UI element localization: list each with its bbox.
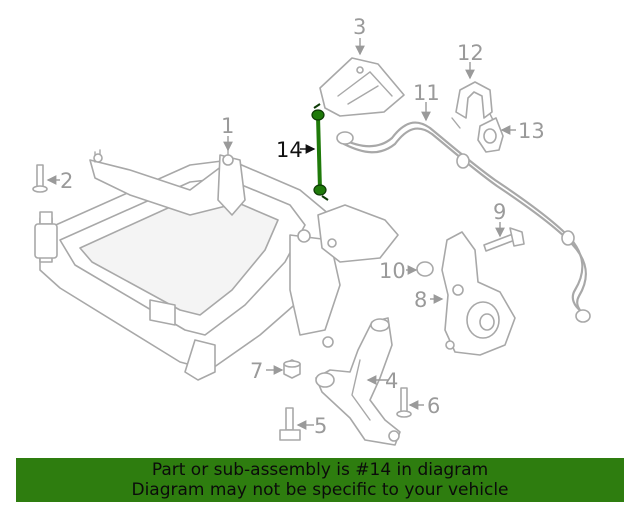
callout-4: 4 — [385, 369, 398, 393]
callout-11: 11 — [413, 81, 440, 105]
part-6-bolt[interactable] — [396, 387, 412, 418]
callout-3: 3 — [353, 15, 366, 39]
callout-2: 2 — [60, 169, 73, 193]
crossmember-mount — [317, 204, 399, 263]
callout-numbers: 1 2 3 4 5 6 7 8 9 10 11 12 13 14 — [60, 15, 545, 438]
part-5-bolt[interactable] — [279, 407, 301, 441]
part-4-lower-arm[interactable] — [315, 317, 401, 446]
part-13-bushing[interactable] — [477, 117, 504, 153]
callout-12: 12 — [457, 41, 484, 65]
part-1-subframe[interactable] — [39, 147, 341, 381]
callout-6: 6 — [427, 394, 440, 418]
part-2-stud[interactable] — [32, 164, 48, 193]
callout-8: 8 — [414, 288, 427, 312]
part-14-stabilizer-link[interactable] — [311, 103, 329, 201]
part-7-nut[interactable] — [283, 359, 301, 379]
leader-lines — [46, 38, 516, 430]
part-11-stabilizer-bar[interactable] — [336, 121, 591, 323]
callout-9: 9 — [493, 200, 506, 224]
callout-1: 1 — [221, 114, 234, 138]
part-3-bracket[interactable] — [319, 57, 405, 117]
part-8-knuckle[interactable] — [441, 231, 516, 356]
callout-10: 10 — [379, 259, 406, 283]
part-9-bolt[interactable] — [483, 227, 525, 252]
callout-13: 13 — [518, 119, 545, 143]
banner-line-2: Diagram may not be specific to your vehi… — [131, 480, 509, 500]
part-10-nut[interactable] — [416, 261, 434, 277]
callout-5: 5 — [314, 414, 327, 438]
banner-line-1: Part or sub-assembly is #14 in diagram — [151, 460, 489, 480]
callout-7: 7 — [250, 359, 263, 383]
info-banner: Part or sub-assembly is #14 in diagram D… — [16, 458, 624, 502]
parts-diagram: 1 2 3 4 5 6 7 8 9 10 11 12 13 14 — [32, 15, 591, 446]
callout-14: 14 — [276, 138, 303, 162]
frame-bushing — [34, 211, 58, 259]
